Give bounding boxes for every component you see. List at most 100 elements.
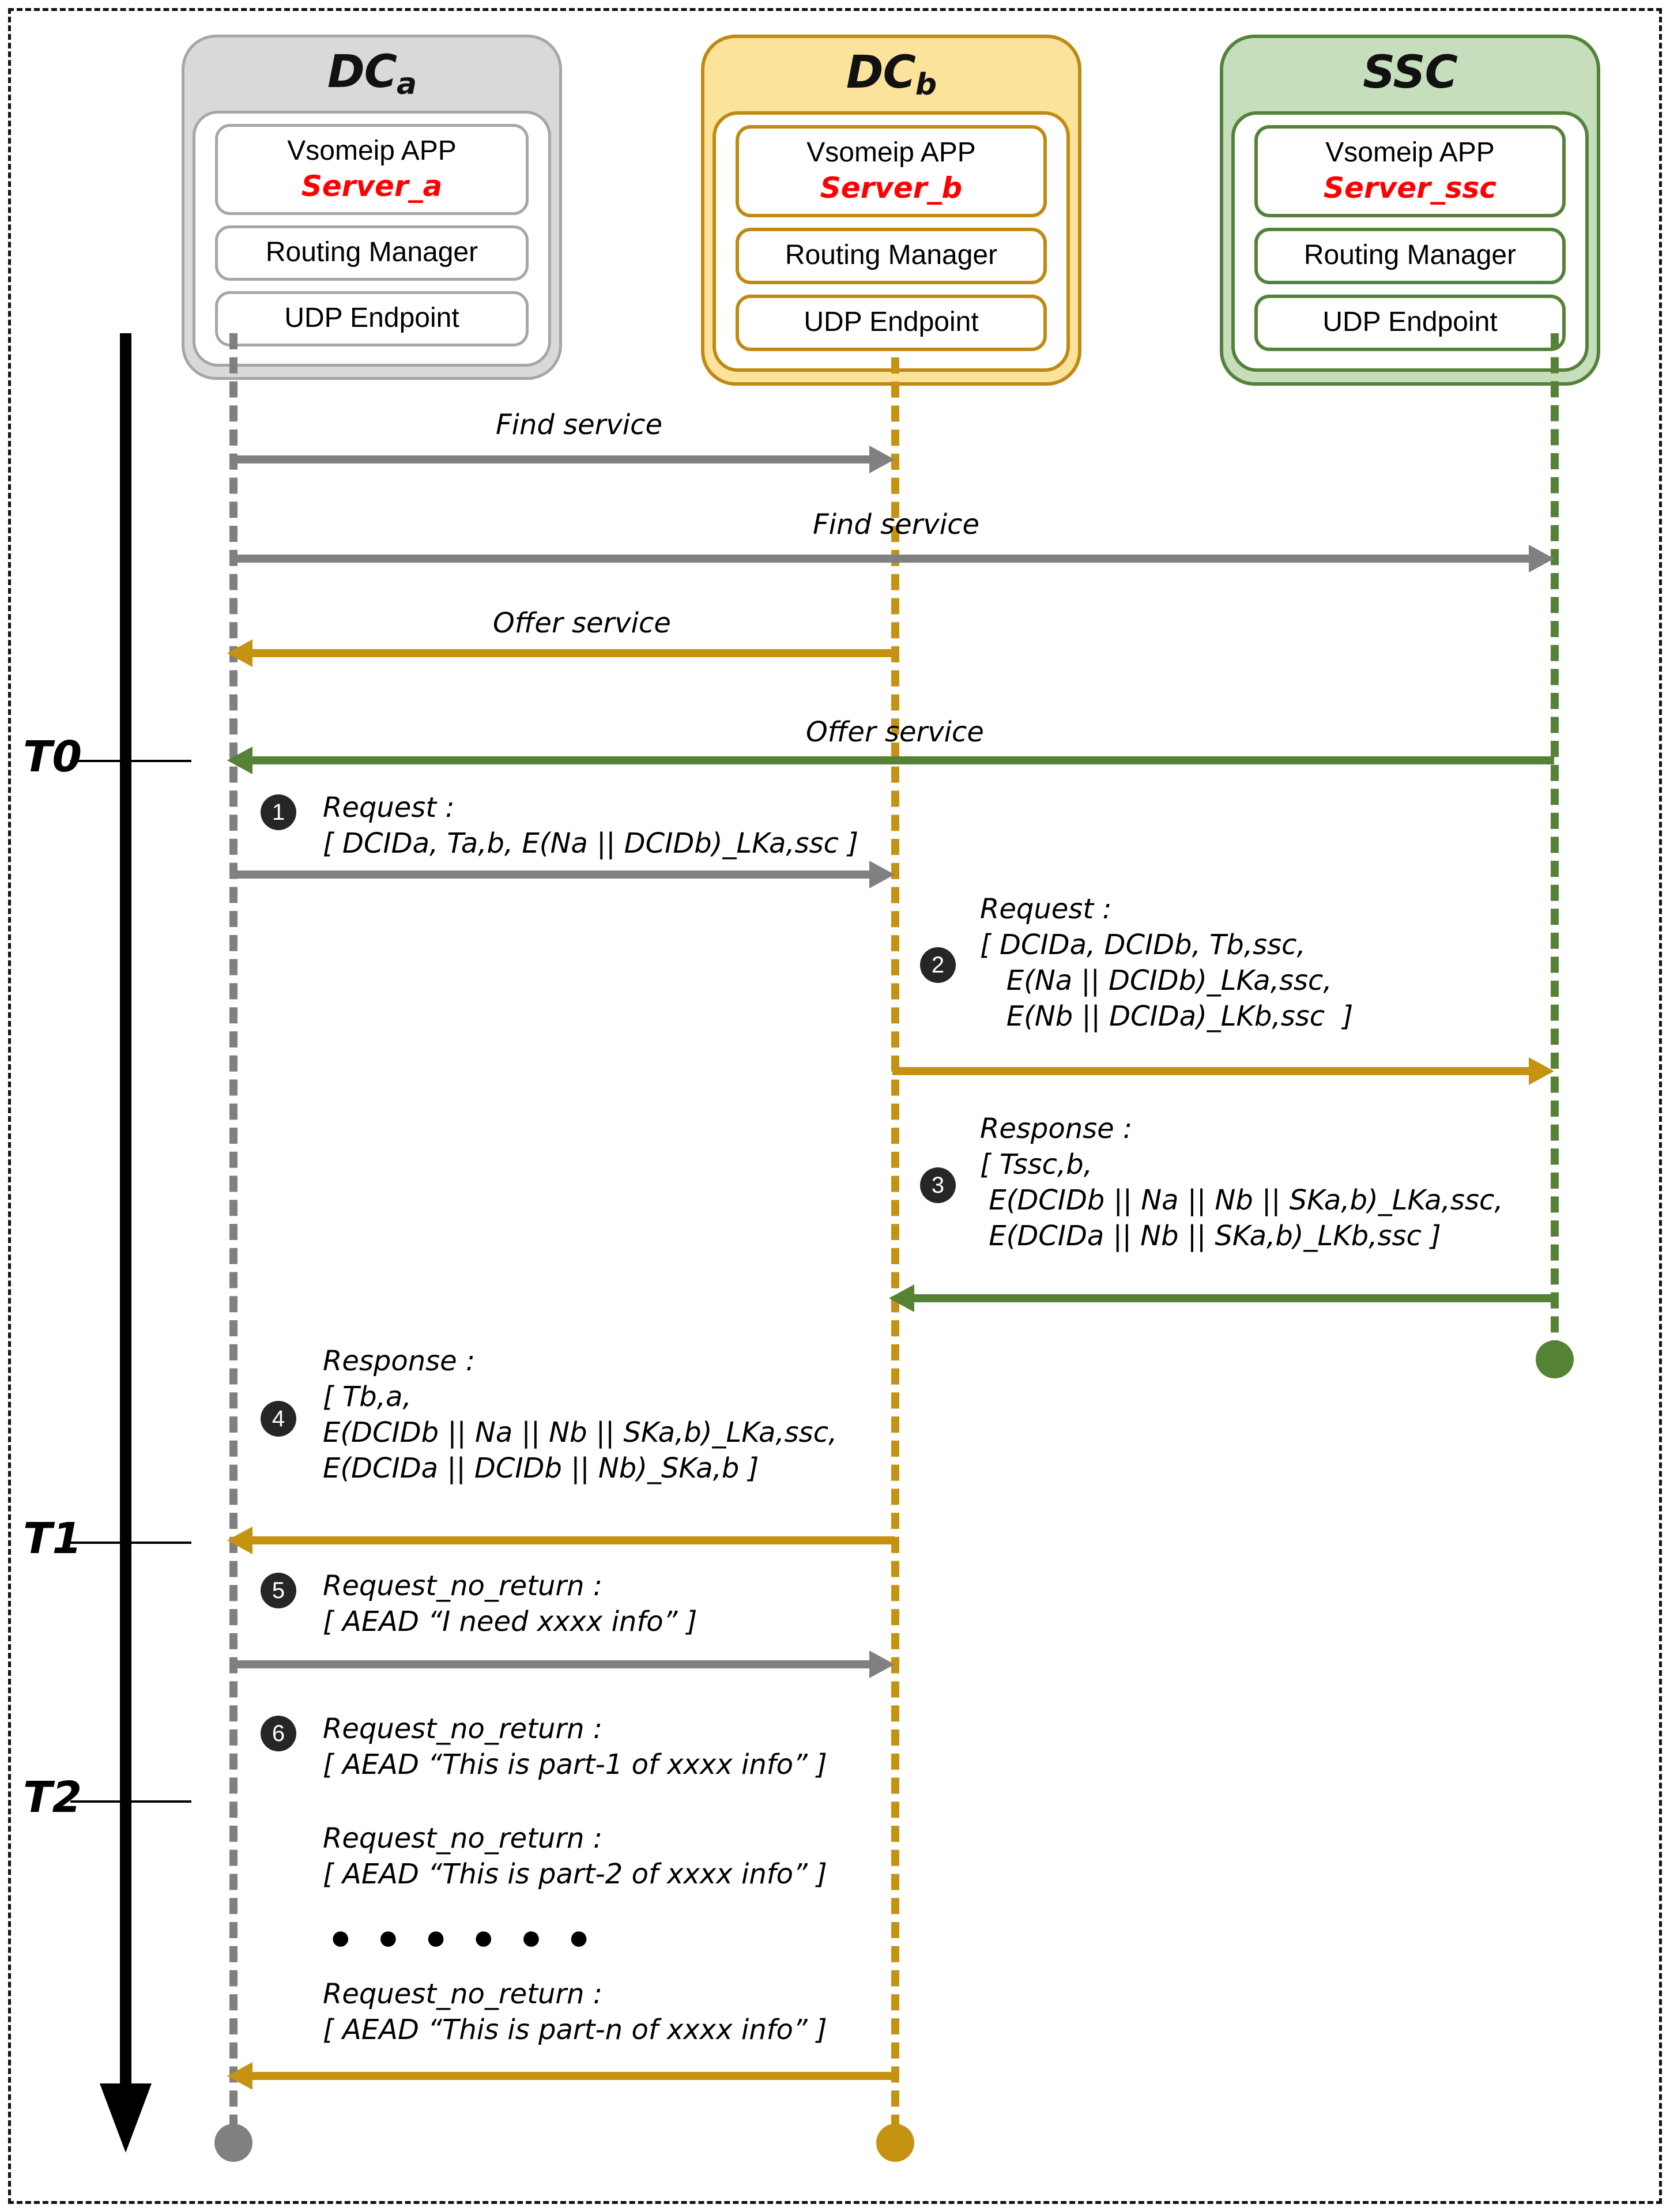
- module-server-name: Server_ssc: [1324, 171, 1496, 205]
- diagram-outer-border: [8, 8, 1662, 2204]
- lifeline-end-ssc: [1536, 1340, 1574, 1378]
- module-routing-manager-ssc[interactable]: Routing Manager: [1254, 228, 1566, 284]
- message-title-5: Request_no_return :: [323, 1570, 603, 1602]
- module-udp-endpoint-dca[interactable]: UDP Endpoint: [215, 291, 529, 346]
- arrowhead-left-icon: [227, 2062, 252, 2090]
- message-title-2: Request :: [980, 893, 1112, 925]
- message-body-6: [ AEAD “This is part-1 of xxxx info” ]: [323, 1749, 827, 1781]
- participant-ssc-title: SSC: [1231, 46, 1589, 111]
- message-ellipsis: ● ● ● ● ● ●: [330, 1917, 598, 1957]
- message-arrow-find-service-2: [231, 555, 1529, 563]
- message-arrow-find-service-1: [231, 455, 869, 463]
- module-server-name: Server_a: [301, 169, 443, 203]
- participant-dcb-subscript: b: [915, 67, 937, 102]
- module-label: Routing Manager: [265, 237, 478, 267]
- lifeline-ssc: [1551, 333, 1559, 1356]
- time-tick-t2: [70, 1800, 191, 1803]
- message-arrow-offer-service-1: [252, 649, 895, 657]
- module-routing-manager-dca[interactable]: Routing Manager: [215, 225, 529, 281]
- lifeline-end-dca: [214, 2124, 252, 2162]
- message-body-8: [ AEAD “This is part-n of xxxx info” ]: [323, 2014, 827, 2046]
- message-arrow-1: [231, 871, 869, 879]
- message-text-2: Request : [ DCIDa, DCIDb, Tb,ssc, E(Na |…: [980, 891, 1353, 1034]
- participant-dca-name: DC: [327, 46, 397, 98]
- message-badge-2: 2: [920, 947, 956, 983]
- lifeline-dcb: [891, 357, 899, 2131]
- participant-dcb-title: DCb: [713, 46, 1070, 111]
- message-title-7: Request_no_return :: [323, 1822, 603, 1855]
- module-vsomeip-app-dcb[interactable]: Vsomeip APP Server_b: [736, 125, 1047, 217]
- message-badge-3: 3: [920, 1167, 956, 1203]
- arrowhead-right-icon: [1529, 545, 1554, 572]
- message-body-2: [ DCIDa, DCIDb, Tb,ssc, E(Na || DCIDb)_L…: [980, 929, 1354, 1032]
- arrowhead-left-icon: [227, 1527, 252, 1554]
- module-label: Vsomeip APP: [1325, 137, 1495, 168]
- arrowhead-right-icon: [869, 861, 895, 888]
- module-label: Routing Manager: [785, 240, 998, 270]
- message-body-5: [ AEAD “I need xxxx info” ]: [323, 1606, 698, 1638]
- message-badge-6: 6: [261, 1716, 296, 1751]
- message-arrow-offer-service-2: [252, 756, 1554, 764]
- arrowhead-left-icon: [889, 1284, 914, 1312]
- message-text-5: Request_no_return : [ AEAD “I need xxxx …: [323, 1568, 697, 1640]
- message-body-4: [ Tb,a, E(DCIDb || Na || Nb || SKa,b)_LK…: [323, 1381, 838, 1484]
- lifeline-dca: [229, 333, 238, 2131]
- module-label: Vsomeip APP: [806, 137, 976, 168]
- message-text-3: Response : [ Tssc,b, E(DCIDb || Na || Nb…: [980, 1111, 1503, 1254]
- module-udp-endpoint-dcb[interactable]: UDP Endpoint: [736, 295, 1047, 351]
- arrowhead-right-icon: [869, 1650, 895, 1678]
- message-label-find-service-2: Find service: [813, 508, 980, 541]
- message-badge-4: 4: [261, 1401, 296, 1437]
- participant-dca[interactable]: DCa Vsomeip APP Server_a Routing Manager…: [182, 35, 562, 380]
- module-vsomeip-app-ssc[interactable]: Vsomeip APP Server_ssc: [1254, 125, 1566, 217]
- lifeline-end-dcb: [876, 2124, 914, 2162]
- module-routing-manager-dcb[interactable]: Routing Manager: [736, 228, 1047, 284]
- time-tick-t0: [70, 760, 191, 762]
- message-body-3: [ Tssc,b, E(DCIDb || Na || Nb || SKa,b)_…: [980, 1148, 1503, 1252]
- time-tick-label-t1: T1: [23, 1514, 82, 1563]
- time-tick-t1: [70, 1542, 191, 1544]
- participant-ssc[interactable]: SSC Vsomeip APP Server_ssc Routing Manag…: [1220, 35, 1600, 386]
- module-label: UDP Endpoint: [284, 303, 459, 333]
- message-arrow-4: [252, 1536, 895, 1544]
- message-title-1: Request :: [323, 792, 455, 824]
- participant-dcb-inner-frame: Vsomeip APP Server_b Routing Manager UDP…: [713, 111, 1070, 372]
- message-title-3: Response :: [980, 1113, 1133, 1145]
- message-badge-5: 5: [261, 1573, 296, 1608]
- module-label: Vsomeip APP: [287, 135, 457, 166]
- module-label: Routing Manager: [1303, 240, 1517, 270]
- message-arrow-3: [914, 1294, 1554, 1302]
- module-vsomeip-app-dca[interactable]: Vsomeip APP Server_a: [215, 124, 529, 215]
- participant-dca-subscript: a: [396, 67, 417, 101]
- participant-dcb[interactable]: DCb Vsomeip APP Server_b Routing Manager…: [701, 35, 1081, 386]
- module-label: UDP Endpoint: [804, 307, 979, 337]
- participant-dca-title: DCa: [193, 46, 551, 111]
- arrowhead-right-icon: [869, 446, 895, 473]
- module-label: UDP Endpoint: [1322, 307, 1498, 337]
- arrowhead-left-icon: [227, 747, 252, 774]
- message-text-6: Request_no_return : [ AEAD “This is part…: [323, 1711, 827, 1783]
- message-text-8: Request_no_return : [ AEAD “This is part…: [323, 1976, 827, 2048]
- message-title-6: Request_no_return :: [323, 1713, 603, 1745]
- time-axis-line: [120, 333, 131, 2086]
- arrowhead-left-icon: [227, 639, 252, 667]
- message-body-7: [ AEAD “This is part-2 of xxxx info” ]: [323, 1858, 827, 1890]
- message-arrow-5: [231, 1660, 869, 1668]
- message-text-1: Request : [ DCIDa, Ta,b, E(Na || DCIDb)_…: [323, 790, 858, 861]
- message-arrow-8: [252, 2072, 895, 2080]
- participant-dca-inner-frame: Vsomeip APP Server_a Routing Manager UDP…: [193, 111, 551, 367]
- participant-ssc-inner-frame: Vsomeip APP Server_ssc Routing Manager U…: [1231, 111, 1589, 372]
- message-title-8: Request_no_return :: [323, 1978, 603, 2010]
- message-text-4: Response : [ Tb,a, E(DCIDb || Na || Nb |…: [323, 1343, 837, 1486]
- message-label-offer-service-1: Offer service: [493, 607, 671, 639]
- arrowhead-right-icon: [1529, 1057, 1554, 1085]
- participant-dcb-name: DC: [846, 47, 916, 99]
- message-label-offer-service-2: Offer service: [806, 716, 984, 748]
- message-arrow-2: [892, 1067, 1529, 1075]
- module-udp-endpoint-ssc[interactable]: UDP Endpoint: [1254, 295, 1566, 351]
- message-body-1: [ DCIDa, Ta,b, E(Na || DCIDb)_LKa,ssc ]: [323, 827, 859, 860]
- participant-ssc-name: SSC: [1363, 47, 1458, 99]
- time-axis-arrowhead-icon: [100, 2083, 152, 2153]
- message-badge-1: 1: [261, 794, 296, 830]
